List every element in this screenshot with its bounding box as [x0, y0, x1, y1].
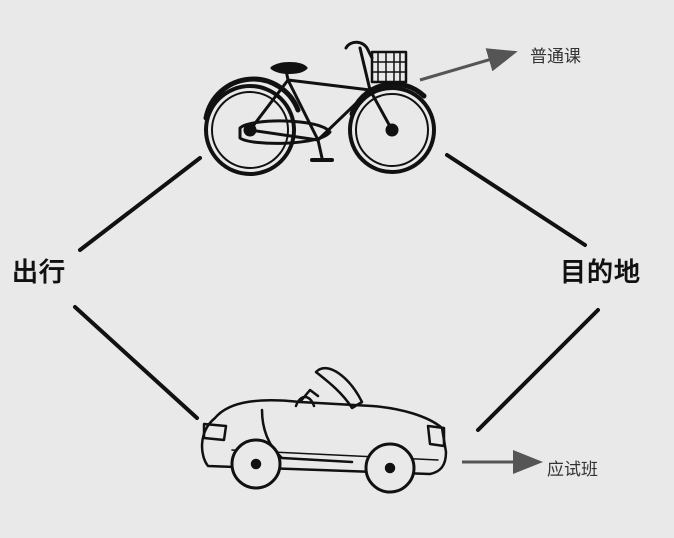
line-bicycle-to-destination	[445, 153, 587, 247]
start-node-label: 出行	[12, 258, 67, 288]
bicycle-arrow	[419, 48, 518, 82]
car-annotation: 应试班	[547, 460, 598, 480]
bicycle-annotation: 普通课	[530, 47, 581, 67]
destination-node-label: 目的地	[560, 258, 642, 288]
bicycle-icon	[203, 40, 436, 176]
line-start-to-car	[73, 305, 199, 420]
line-car-to-destination	[476, 308, 600, 432]
line-start-to-bicycle	[78, 156, 202, 252]
convertible-car-icon	[200, 366, 448, 494]
